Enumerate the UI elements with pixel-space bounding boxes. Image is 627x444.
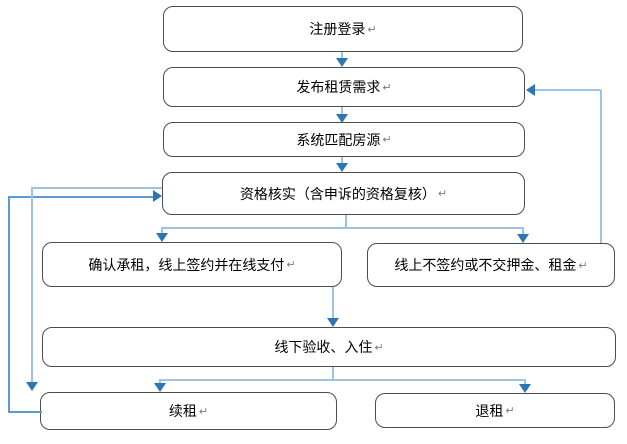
- paragraph-mark-icon: ↵: [198, 404, 209, 418]
- paragraph-mark-icon: ↵: [578, 258, 588, 272]
- node-terminate-lease: 退租↵: [375, 393, 615, 428]
- node-confirm-rent-sign-pay: 确认承租，线上签约并在线支付↵: [42, 242, 342, 287]
- connector-checkin-split-stem: [332, 367, 334, 380]
- connector-verify-renew-vertical: [31, 187, 33, 383]
- arrowhead-left-icon: [526, 84, 535, 96]
- connector-verify-confirm-drop: [161, 227, 163, 234]
- node-system-match: 系统匹配房源↵: [163, 122, 525, 157]
- arrowhead-right-icon: [153, 190, 162, 202]
- node-qualification-verify: 资格核实（含申诉的资格复核）↵: [162, 172, 525, 215]
- connector-renew-verify-bottom: [8, 411, 42, 413]
- connector-checkin-quit-drop: [524, 379, 526, 385]
- connector-renew-verify-vertical: [8, 196, 10, 413]
- node-label: 线下验收、入住: [274, 340, 373, 356]
- node-label: 系统匹配房源: [296, 132, 381, 149]
- connector-verify-nosign-drop: [522, 227, 524, 235]
- connector-match-verify: [341, 157, 343, 164]
- arrowhead-down-icon: [336, 163, 348, 172]
- arrowhead-down-icon: [156, 233, 168, 242]
- paragraph-mark-icon: ↵: [382, 80, 392, 94]
- connector-nosign-publish-horizontal: [535, 89, 601, 91]
- paragraph-mark-icon: ↵: [367, 22, 377, 36]
- connector-publish-match: [341, 107, 343, 115]
- node-renew-lease: 续租↵: [40, 392, 337, 430]
- connector-verify-split-bar: [162, 227, 523, 229]
- node-label: 续租: [168, 404, 197, 420]
- node-label: 资格核实（含申诉的资格复核）: [239, 186, 436, 203]
- arrowhead-down-icon: [519, 384, 531, 393]
- paragraph-mark-icon: ↵: [505, 404, 515, 417]
- node-label: 确认承租，线上签约并在线支付: [88, 257, 285, 274]
- paragraph-mark-icon: ↵: [374, 340, 384, 354]
- paragraph-mark-icon: ↵: [382, 133, 392, 146]
- node-label: 注册登录: [309, 22, 366, 38]
- paragraph-mark-icon: ↵: [286, 258, 296, 271]
- node-offline-acceptance-checkin: 线下验收、入住↵: [42, 327, 616, 367]
- connector-verify-renew-top: [32, 187, 162, 189]
- arrowhead-down-icon: [336, 114, 348, 123]
- node-no-sign-no-deposit: 线上不签约或不交押金、租金↵: [367, 243, 615, 287]
- paragraph-mark-icon: ↵: [437, 187, 448, 200]
- connector-checkin-renew-drop: [159, 379, 161, 384]
- node-label: 发布租赁需求: [296, 80, 381, 96]
- node-publish-demand: 发布租赁需求↵: [163, 67, 525, 107]
- arrowhead-down-icon: [517, 234, 529, 243]
- arrowhead-down-icon: [327, 318, 339, 327]
- arrowhead-down-icon: [26, 382, 38, 391]
- arrowhead-down-icon: [154, 383, 166, 392]
- connector-verify-split-stem: [345, 215, 347, 228]
- connector-register-publish: [341, 52, 343, 59]
- node-label: 线上不签约或不交押金、租金: [394, 258, 577, 274]
- node-register-login: 注册登录↵: [163, 6, 523, 52]
- node-label: 退租: [475, 403, 504, 420]
- arrowhead-down-icon: [336, 58, 348, 67]
- connector-confirm-checkin: [332, 287, 334, 319]
- connector-checkin-split-bar: [160, 379, 525, 381]
- connector-nosign-publish-vertical: [600, 90, 602, 243]
- connector-renew-verify-top: [8, 196, 153, 198]
